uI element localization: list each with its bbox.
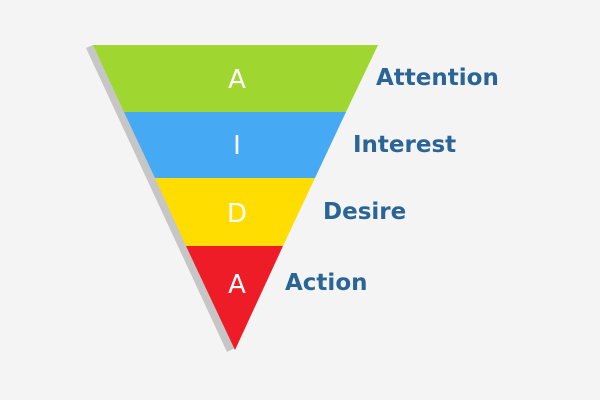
funnel-shadow — [86, 45, 235, 352]
stage-letter-attention: A — [228, 65, 246, 95]
stage-band-attention — [93, 45, 378, 112]
stage-letter-action: A — [228, 270, 246, 300]
stage-band-action — [186, 246, 283, 350]
stage-label-interest: Interest — [353, 132, 457, 158]
stage-label-attention: Attention — [376, 65, 499, 91]
stage-label-desire: Desire — [323, 199, 407, 225]
stage-letter-desire: D — [227, 199, 247, 229]
stage-label-action: Action — [285, 270, 368, 296]
stage-letter-interest: I — [233, 131, 241, 161]
stage-band-interest — [124, 112, 346, 178]
stage-band-desire — [155, 178, 315, 246]
